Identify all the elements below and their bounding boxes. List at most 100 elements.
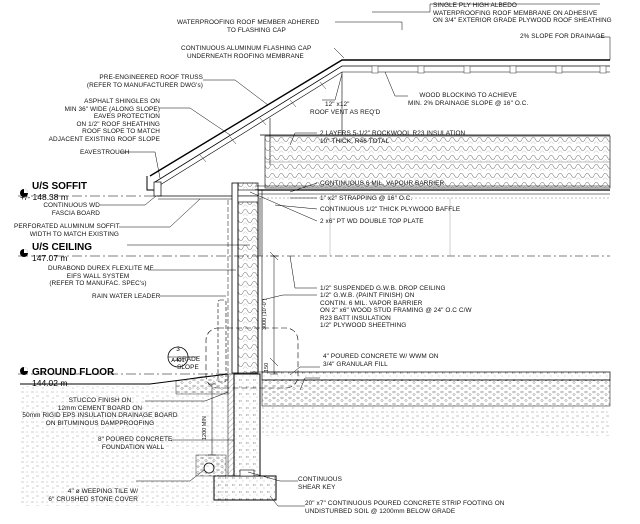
text-line: TO FLASHING CAP: [227, 26, 286, 34]
label-grade-slope: GRADE SLOPE: [177, 356, 200, 371]
detail-reference-bubble: [167, 346, 198, 368]
level-soffit: U/S SOFFIT +/- 148.38 m: [20, 181, 87, 202]
text-line: SINGLE PLY HIGH ALBEDO: [433, 2, 518, 9]
label-foundation-wall: 8" POURED CONCRETE FOUNDATION WALL: [98, 436, 173, 451]
label-slope-drainage: 2% SLOPE FOR DRAINAGE: [520, 33, 605, 41]
bubble-number: 3: [176, 346, 180, 353]
text-line: 1/2" G.W.B. (PAINT FINISH) ON: [320, 292, 415, 299]
bubble-sheet: A401: [171, 358, 185, 364]
text-line: SHEAR KEY: [298, 483, 336, 491]
text-line: 20" x7" CONTINUOUS POURED CONCRETE STRIP…: [305, 500, 505, 507]
text-line: RAIN WATER LEADER: [92, 293, 161, 300]
label-strapping: 1" x2" STRAPPING @ 16" O.C.: [320, 195, 412, 203]
label-slab: 4" POURED CONCRETE W/ WWM ON 3/4" GRANUL…: [323, 353, 438, 368]
label-baffle: CONTINUOUS 1/2" THICK PLYWOOD BAFFLE: [320, 206, 460, 214]
text-line: 1/2" PLYWOOD SHEETHING: [320, 322, 407, 330]
label-vapour-barrier: CONTINUOUS 6 MIL. VAPOUR BARRIER: [320, 180, 444, 188]
level-title: GROUND FLOOR: [32, 367, 115, 378]
text-line: 2 x6" PT WD DOUBLE TOP PLATE: [320, 218, 424, 225]
text-line: PRE-ENGINEERED ROOF TRUSS: [99, 74, 203, 81]
eave-assembly: [146, 176, 232, 200]
text-line: EAVES PROTECTION: [93, 113, 160, 121]
label-flashing-cap: CONTINUOUS ALUMINUM FLASHING CAP UNDERNE…: [181, 45, 311, 60]
label-wood-blocking: WOOD BLOCKING TO ACHIEVE MIN. 2% DRAINAG…: [408, 92, 528, 107]
label-shingles: ASPHALT SHINGLES ON MIN 36" WIDE (ALONG …: [40, 98, 160, 144]
dim-text: 3000 (10'-0"): [262, 298, 268, 330]
level-elevation: +/- 148.38 m: [20, 192, 68, 202]
label-top-plate: 2 x6" PT WD DOUBLE TOP PLATE: [320, 218, 424, 226]
text-line: MIN. 2% DRAINAGE SLOPE @ 16" O.C.: [408, 99, 529, 107]
label-stucco: STUCCO FINISH ON 12mm CEMENT BOARD ON 50…: [10, 397, 190, 427]
level-ceiling: U/S CEILING 147.07 m: [32, 242, 92, 263]
text-line: 1/2" SUSPENDED G.W.B. DROP CEILING: [320, 285, 446, 292]
text-line: ADJACENT EXISTING ROOF SLOPE: [48, 135, 160, 143]
text-line: UNDERNEATH ROOFING MEMBRANE: [187, 52, 304, 60]
text-line: 4" ø WEEPING TILE W/: [67, 488, 138, 495]
text-line: ON 1/2" ROOF SHEATHING: [76, 120, 160, 128]
text-line: CONTINUOUS 6 MIL. VAPOUR BARRIER: [320, 180, 445, 187]
label-roof-vent: 12" x12" ROOF VENT AS REQ'D: [310, 101, 380, 116]
leader-lines: [100, 3, 611, 507]
label-soffit-panel: PERFORATED ALUMINUM SOFFIT WIDTH TO MATC…: [14, 223, 120, 238]
text-line: WATERPROOFING ROOF MEMBRANE ON ADHESIVE: [433, 9, 598, 17]
text-line: 3/4" GRANULAR FILL: [323, 360, 388, 368]
roof-assembly: [149, 59, 611, 257]
text-line: WOOD BLOCKING TO ACHIEVE: [419, 92, 518, 99]
text-line: 10" THICK, R46 TOTAL: [320, 137, 390, 145]
text-line: ROOF SLOPE TO MATCH: [82, 128, 160, 136]
text-line: ON 2" x6" WOOD STUD FRAMING @ 24" O.C C/…: [320, 307, 472, 315]
label-eavestrough: EAVESTROUGH: [80, 149, 130, 157]
label-drop-ceiling: 1/2" SUSPENDED G.W.B. DROP CEILING: [320, 285, 446, 293]
text-line: ASPHALT SHINGLES ON: [84, 98, 160, 105]
label-footing: 20" x7" CONTINUOUS POURED CONCRETE STRIP…: [305, 500, 504, 515]
wall-assembly: [205, 182, 299, 389]
level-markers: [18, 189, 255, 375]
text-line: (REFER TO MANUFAC. SPEC's): [49, 280, 147, 288]
text-line: GRADE: [177, 356, 201, 363]
text-line: CONTINUOUS: [298, 476, 342, 483]
dim-text: 1200 MIN: [202, 416, 208, 440]
text-line: CONTINUOUS WD: [43, 202, 100, 209]
detail-number: 3: [172, 346, 184, 353]
slab-assembly: [261, 371, 611, 436]
text-line: 8" POURED CONCRETE: [98, 436, 173, 443]
text-line: ON BITUMINOUS DAMPPROOFING: [45, 419, 155, 427]
dim-wall-height: 3000 (10'-0"): [262, 299, 268, 330]
level-ground: GROUND FLOOR 144.02 m: [32, 367, 114, 388]
text-line: CONTINUOUS 1/2" THICK PLYWOOD BAFFLE: [320, 206, 461, 213]
text-line: EAVESTROUGH: [80, 149, 130, 156]
text-line: FASCIA BOARD: [51, 209, 100, 217]
text-line: STUCCO FINISH ON: [68, 397, 132, 404]
dim-curb: 150: [264, 363, 270, 372]
text-line: DURABOND DUREX FLEXLITE MF: [48, 265, 154, 272]
text-line: 12mm CEMENT BOARD ON: [57, 404, 143, 412]
dim-footing-depth: 1200 MIN: [202, 416, 208, 440]
level-elevation: 144.02 m: [32, 378, 68, 388]
text-line: CONTIN. 6 MIL. VAPOR BARRIER: [320, 299, 423, 307]
foundation-assembly: [20, 373, 277, 506]
detail-sheet: A401: [168, 358, 188, 364]
label-wall-assembly: 1/2" G.W.B. (PAINT FINISH) ON CONTIN. 6 …: [320, 292, 472, 330]
label-weeping-tile: 4" ø WEEPING TILE W/ 6" CRUSHED STONE CO…: [48, 488, 138, 503]
text-line: R23 BATT INSULATION: [320, 314, 391, 322]
text-line: UNDISTURBED SOIL @ 1200mm BELOW GRADE: [305, 507, 456, 515]
text-line: WATERPROOFING ROOF MEMBER ADHERED: [177, 19, 320, 26]
text-line: PERFORATED ALUMINUM SOFFIT: [14, 223, 120, 230]
level-title: U/S CEILING: [32, 242, 93, 253]
text-line: 2 LAYERS 5-1/2" ROCKWOOL R23 INSULATION: [320, 130, 466, 137]
text-line: 50mm RIGID EPS INSULATION DRAINAGE BOARD: [22, 412, 178, 420]
text-line: MIN 36" WIDE (ALONG SLOPE): [64, 105, 160, 113]
text-line: 4" POURED CONCRETE W/ WWM ON: [323, 353, 439, 360]
text-line: SLOPE: [177, 363, 199, 371]
text-line: FOUNDATION WALL: [101, 443, 165, 451]
text-line: 6" CRUSHED STONE COVER: [48, 495, 138, 503]
level-elevation: 147.07 m: [32, 253, 68, 263]
label-single-ply: SINGLE PLY HIGH ALBEDO WATERPROOFING ROO…: [433, 2, 612, 25]
dimension-lines: [208, 251, 279, 456]
label-eifs: DURABOND DUREX FLEXLITE MF EIFS WALL SYS…: [48, 265, 154, 288]
level-title: U/S SOFFIT: [32, 181, 87, 192]
label-truss: PRE-ENGINEERED ROOF TRUSS (REFER TO MANU…: [68, 74, 203, 89]
text-line: WIDTH TO MATCH EXISTING: [29, 230, 119, 238]
text-line: 1" x2" STRAPPING @ 16" O.C.: [320, 195, 413, 202]
